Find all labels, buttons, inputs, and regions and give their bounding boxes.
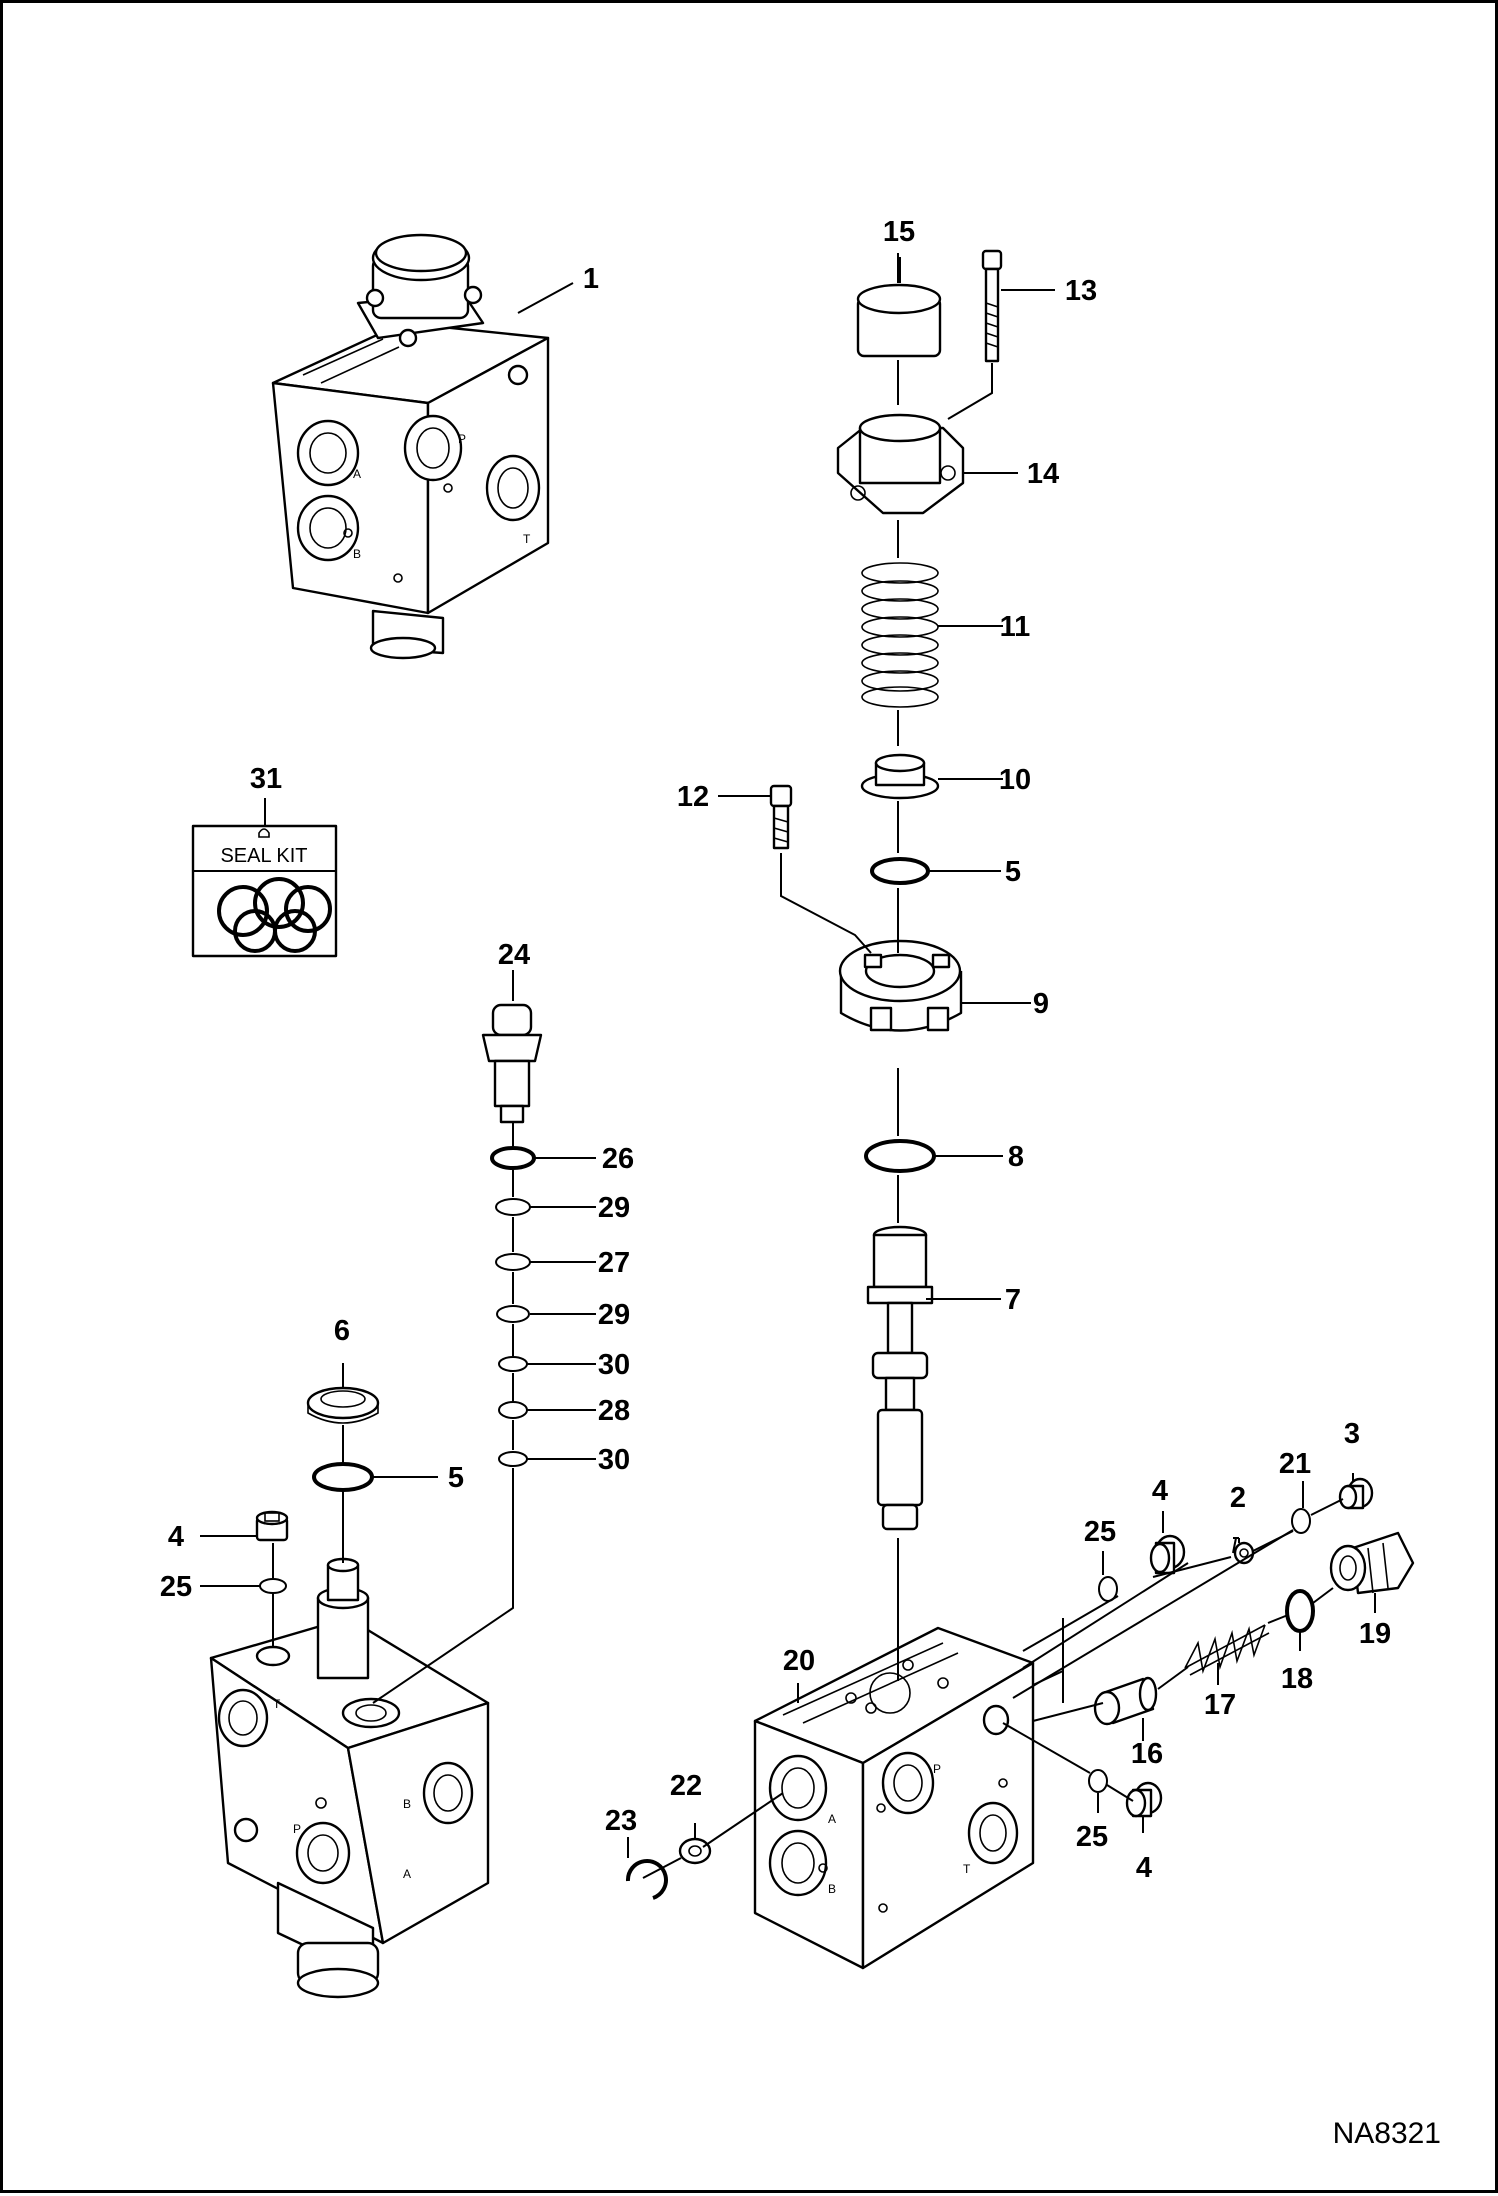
part-9-nut [838,939,963,1032]
part-30-ring-b [498,1451,528,1467]
part-24-relief-cartridge [481,1003,543,1124]
callout-5-upper: 5 [1005,856,1021,888]
part-8-oring [864,1139,936,1173]
callout-24: 24 [498,939,530,971]
callout-25-left: 25 [160,1571,192,1603]
part-20-valve-body: A B P T [753,1626,1035,1970]
callout-17: 17 [1204,1689,1236,1721]
part-29-backup-b [496,1305,530,1323]
part-16-poppet [1093,1676,1158,1726]
port-mark-t: T [523,532,531,546]
part-12-screw [769,784,793,850]
part-3-plug [1338,1477,1374,1510]
part-25-oring-left [259,1578,287,1594]
part-10-seat [860,753,940,800]
callout-11: 11 [1000,611,1031,643]
leader-lines [200,253,1376,1879]
callout-12: 12 [677,781,709,813]
callout-4-mid: 4 [1152,1475,1168,1507]
exploded-parts-diagram: A B P T SEAL KIT [160,216,1441,2150]
callout-16: 16 [1131,1738,1163,1770]
port-mark-b-body: B [828,1882,836,1896]
callout-19: 19 [1359,1618,1391,1650]
drawing-id: NA8321 [1333,2117,1441,2150]
lower-left-valve-block: T A B P [209,1557,490,1999]
callout-27: 27 [598,1247,630,1279]
port-mark-a-body: A [828,1812,836,1826]
callout-13: 13 [1065,275,1097,307]
part-4-plug-low [1125,1781,1163,1818]
callout-4-low: 4 [1136,1852,1152,1884]
part-6-seal [306,1386,380,1424]
part-30-ring-a [498,1356,528,1372]
callout-15: 15 [883,216,915,248]
port-mark-p-lower: P [293,1822,301,1836]
part-14-housing [836,413,965,515]
callout-9: 9 [1033,988,1049,1020]
callout-1: 1 [583,263,599,295]
port-mark-p-body: P [933,1762,941,1776]
port-mark-a: A [353,467,361,481]
port-mark-t-body: T [963,1862,971,1876]
port-mark-b-lower: B [403,1797,411,1811]
port-mark-p: P [458,432,466,446]
part-13-bolt [981,249,1003,363]
part-28-oring [498,1401,528,1419]
part-11-spring [861,562,939,708]
callout-14: 14 [1027,458,1059,490]
callout-5-lower: 5 [448,1462,464,1494]
part-26-oring [490,1146,536,1170]
seal-kit-part-31: SEAL KIT [191,824,338,958]
part-27-oring [495,1253,531,1271]
callout-2: 2 [1230,1482,1246,1514]
callout-23: 23 [605,1805,637,1837]
callout-25-mid: 25 [1084,1516,1116,1548]
part-4-plug-mid [1149,1534,1186,1575]
port-mark-a-lower: A [403,1867,411,1881]
callout-labels: 1 15 13 14 11 10 12 5 9 8 7 31 24 26 29 … [160,216,1391,1884]
callout-7: 7 [1005,1284,1021,1316]
callout-29-b: 29 [598,1299,630,1331]
callout-30-a: 30 [598,1349,630,1381]
callout-18: 18 [1281,1663,1313,1695]
callout-26: 26 [602,1143,634,1175]
callout-31: 31 [250,763,282,795]
part-17-spring [1184,1624,1270,1676]
callout-8: 8 [1008,1141,1024,1173]
callout-28: 28 [598,1395,630,1427]
part-18-oring [1285,1589,1315,1633]
callout-30-b: 30 [598,1444,630,1476]
part-5-lower-oring [312,1462,374,1492]
part-21-oring [1291,1508,1311,1534]
callout-22: 22 [670,1770,702,1802]
port-mark-b: B [353,547,361,561]
part-29-backup-a [495,1198,531,1216]
part-7-spool [866,1225,934,1531]
callout-10: 10 [999,764,1031,796]
lower-right-parts: A B P T [625,1477,1415,1970]
callout-29-a: 29 [598,1192,630,1224]
part-5-upper-oring [870,857,930,885]
part-4-plug-left [255,1510,289,1542]
port-mark-t-lower: T [273,1697,281,1711]
seal-kit-label: SEAL KIT [220,845,307,867]
part-22-washer [678,1837,712,1865]
callout-20: 20 [783,1645,815,1677]
part-15-cap [856,283,942,358]
spool-stack-parts [769,249,1003,1531]
callout-4-left: 4 [168,1521,184,1553]
part-23-snap-ring [625,1859,668,1900]
valve-assembly-part-1: A B P T [271,233,550,660]
part-25-oring-low [1088,1769,1108,1793]
lower-left-parts: T A B P [209,1386,490,1999]
callout-21: 21 [1279,1448,1311,1480]
callout-6: 6 [334,1315,350,1347]
callout-25-low: 25 [1076,1821,1108,1853]
part-19-fitting [1329,1531,1415,1595]
callout-3: 3 [1344,1418,1360,1450]
